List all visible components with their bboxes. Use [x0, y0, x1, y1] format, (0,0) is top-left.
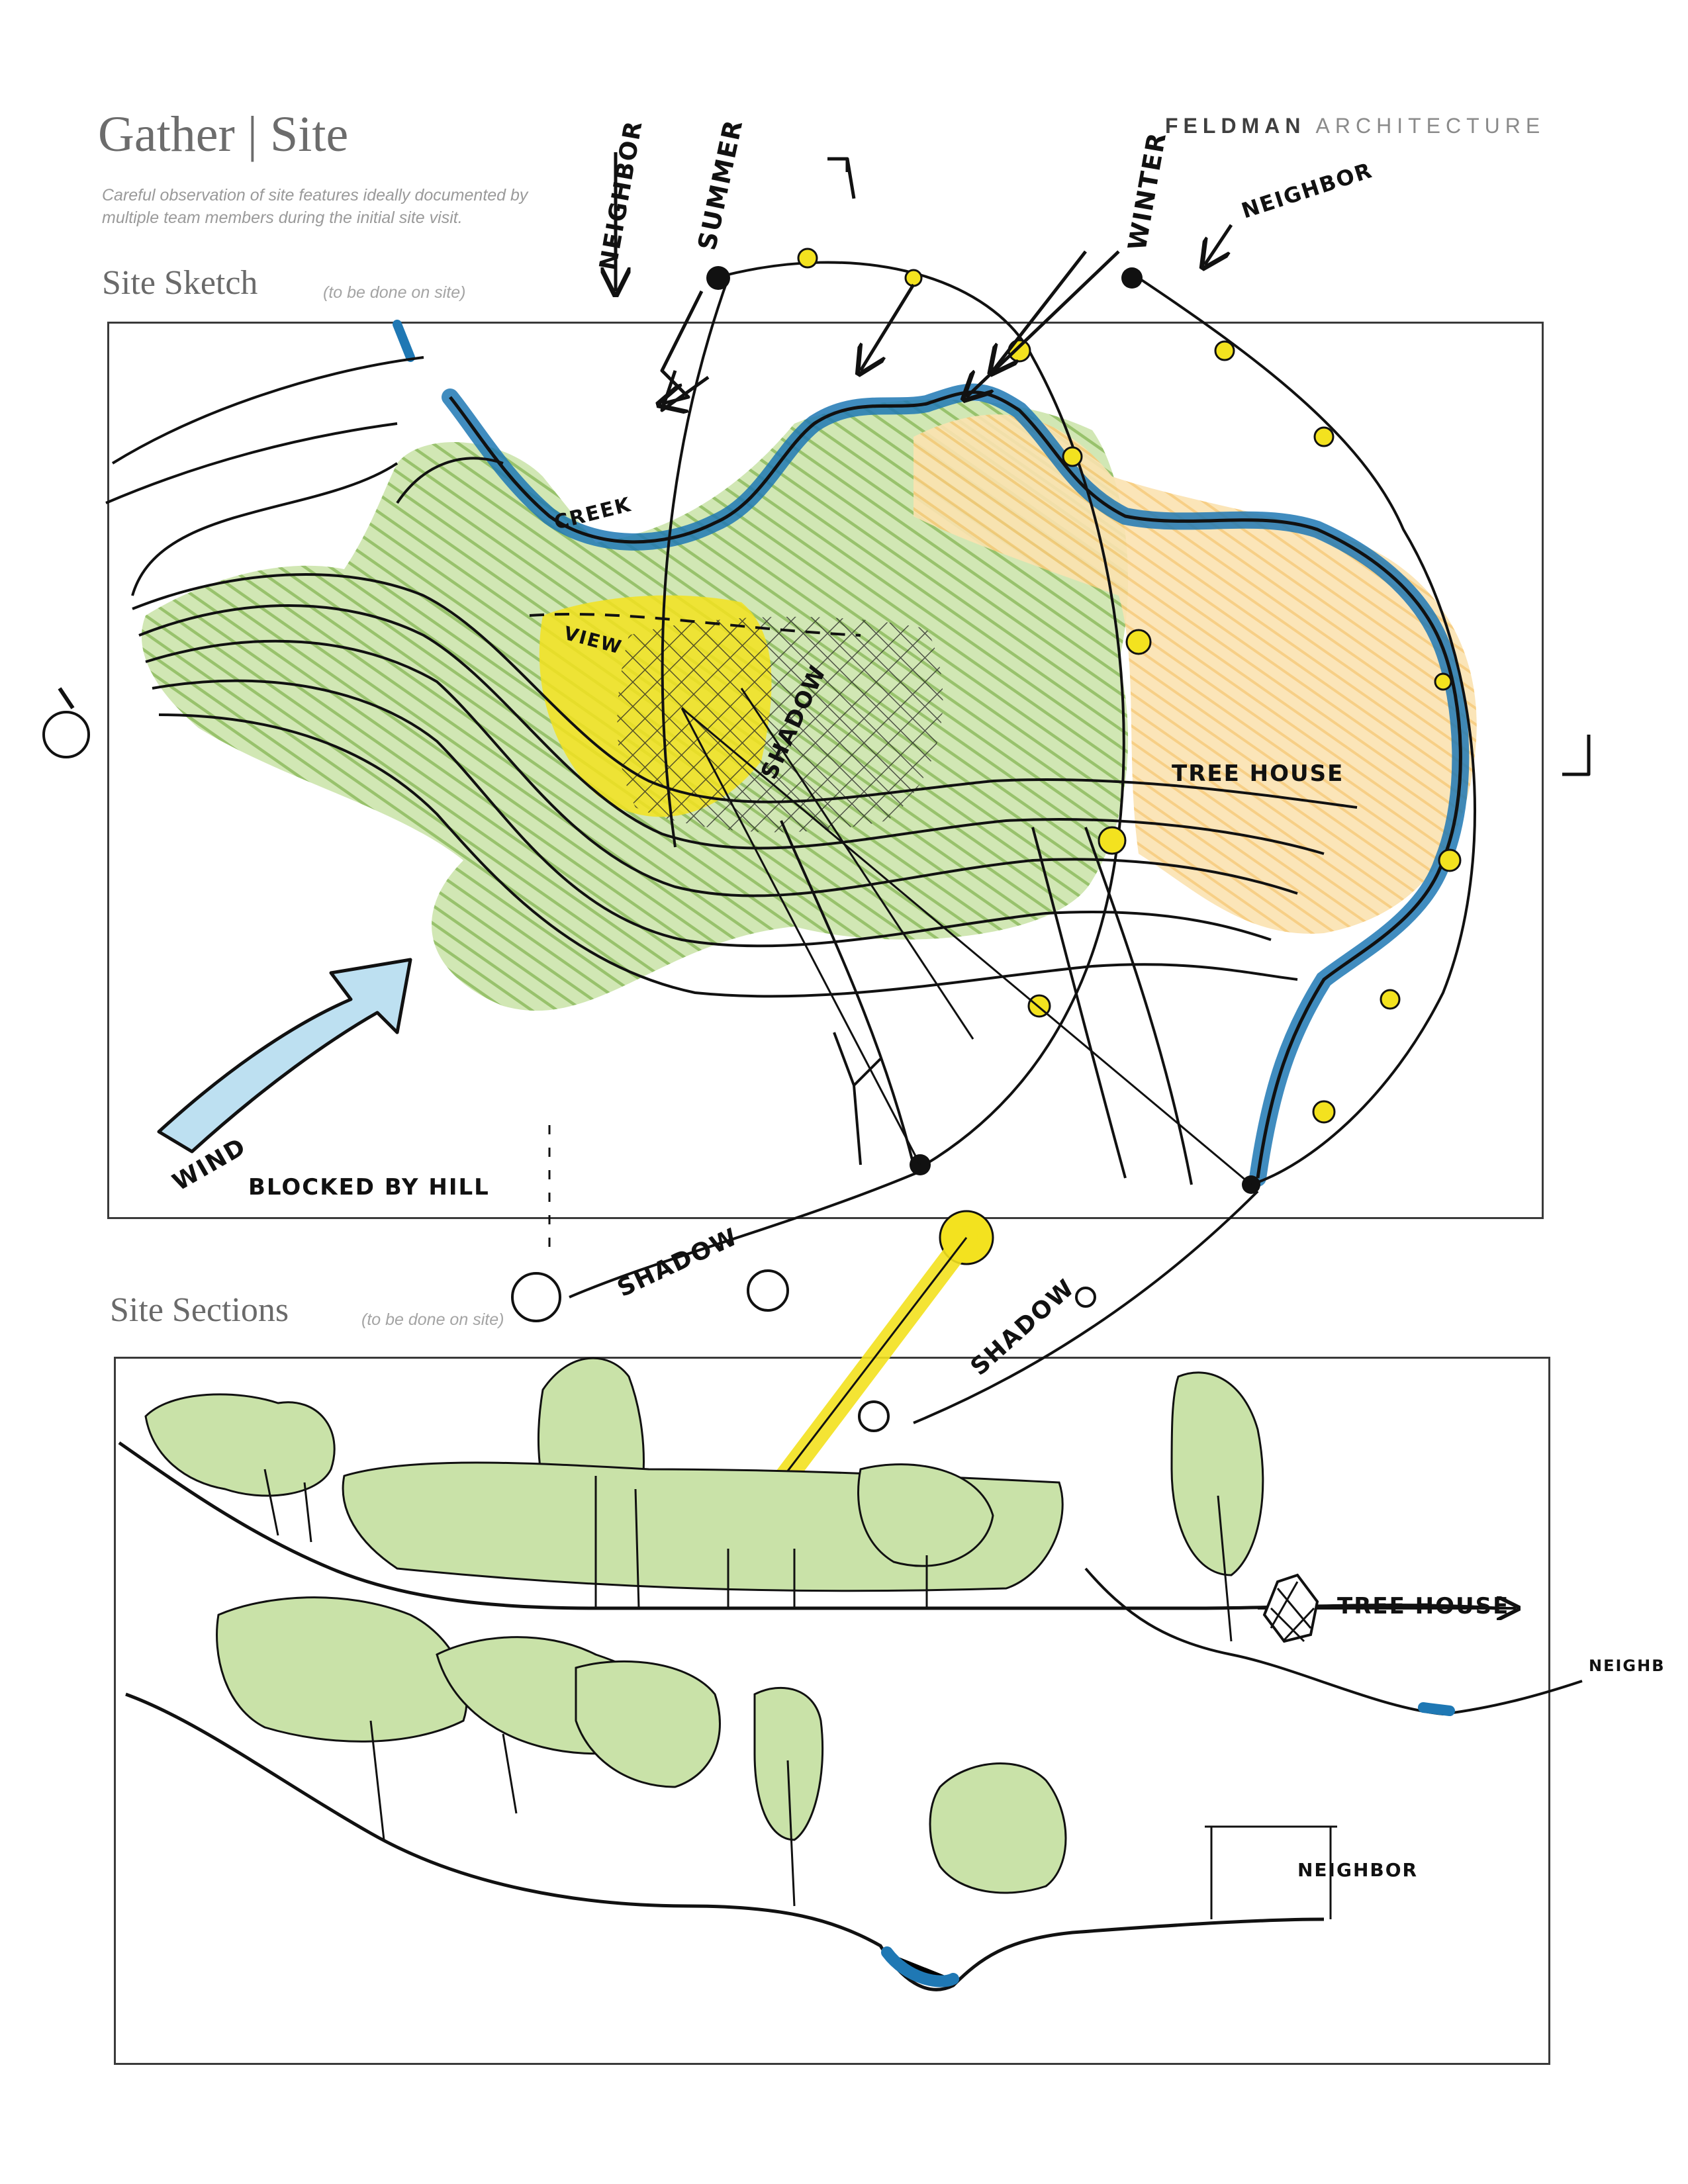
wind-arrow: [157, 958, 412, 1154]
section-lower-trees: [216, 1596, 1067, 1894]
site-sketch-frame: [107, 322, 1544, 1219]
label-section-neighbor-lower: NEIGHBOR: [1297, 1859, 1418, 1881]
section-upper-trees: [144, 1357, 1264, 1592]
shadow-crosshatch: [617, 616, 943, 833]
label-blocked-by-hill: BLOCKED BY HILL: [248, 1174, 490, 1201]
label-winter: WINTER: [1123, 130, 1172, 253]
label-shadow-lower: SHADOW: [613, 1223, 742, 1302]
contour-lines: [105, 356, 1358, 1185]
site-sections-heading: Site Sections: [110, 1291, 289, 1329]
brand-name-bold: FELDMAN: [1165, 114, 1306, 138]
sun-icon: [42, 711, 90, 758]
sun-path: [661, 261, 1476, 1186]
page-title: Gather | Site: [98, 107, 349, 162]
tree-house-icon: [1262, 1573, 1319, 1643]
brand-logo: FELDMAN ARCHITECTURE: [1165, 114, 1545, 138]
site-sections-frame: [114, 1357, 1550, 2065]
label-section-tree-house: TREE HOUSE: [1337, 1593, 1509, 1619]
label-summer: SUMMER: [692, 116, 749, 253]
site-sketch-note: (to be done on site): [323, 283, 466, 302]
label-section-neighbor-upper: NEIGHB: [1589, 1657, 1665, 1675]
intro-text: Careful observation of site features ide…: [102, 186, 528, 227]
label-neighbor-right: NEIGHBOR: [1239, 158, 1376, 224]
label-tree-house: TREE HOUSE: [1172, 760, 1344, 787]
label-shadow-right: SHADOW: [966, 1274, 1080, 1381]
site-sections-note: (to be done on site): [361, 1310, 504, 1329]
site-sketch-heading: Site Sketch: [102, 264, 258, 302]
label-neighbor-left: NEIGHBOR: [594, 118, 647, 272]
brand-name-light: ARCHITECTURE: [1315, 114, 1546, 138]
view-line: [529, 612, 861, 637]
